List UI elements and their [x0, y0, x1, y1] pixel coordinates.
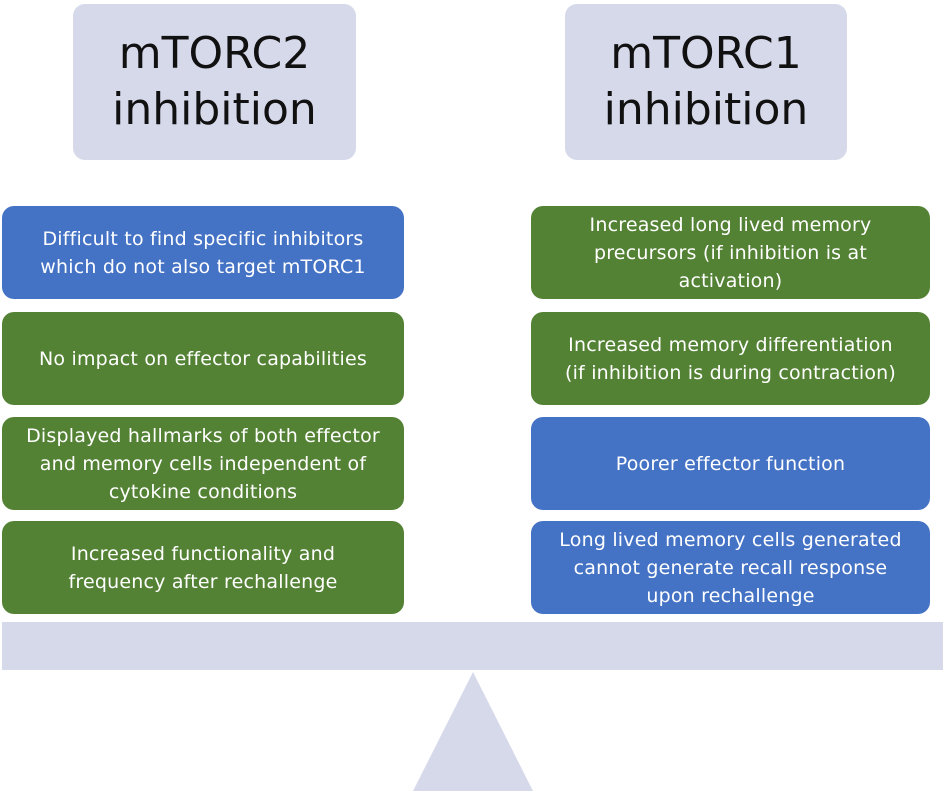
card-line: and memory cells independent of	[39, 452, 367, 475]
mtorc1-item-card: Increased memory differentiation (if inh…	[531, 312, 930, 405]
header-line: mTORC1	[610, 28, 802, 79]
card-line: Increased long lived memory	[589, 213, 872, 236]
fulcrum-triangle	[413, 672, 533, 791]
mtorc2-item-card: Displayed hallmarks of both effector and…	[2, 417, 404, 510]
mtorc2-item-card: Increased functionality and frequency af…	[2, 521, 404, 614]
card-line: activation)	[678, 269, 783, 292]
card-line: which do not also target mTORC1	[40, 255, 366, 278]
header-line: inhibition	[603, 84, 809, 135]
card-line: (if inhibition is during contraction)	[564, 361, 897, 384]
card-line: Increased functionality and	[70, 542, 336, 565]
card-line: cannot generate recall response	[573, 556, 888, 579]
card-line: upon rechallenge	[646, 584, 815, 607]
mtorc2-inhibition-header: mTORC2 inhibition	[73, 4, 356, 160]
balance-fulcrum	[413, 672, 533, 791]
card-line: cytokine conditions	[108, 480, 298, 503]
mtorc1-inhibition-header: mTORC1 inhibition	[565, 4, 847, 160]
card-line: frequency after rechallenge	[68, 570, 338, 593]
balance-beam	[2, 622, 943, 670]
header-line: mTORC2	[118, 28, 311, 79]
card-line: No impact on effector capabilities	[39, 347, 367, 370]
header-line: inhibition	[112, 84, 317, 135]
mtorc2-item-card: No impact on effector capabilities	[2, 312, 404, 405]
card-line: Difficult to find specific inhibitors	[42, 227, 364, 250]
mtorc2-item-card: Difficult to find specific inhibitors wh…	[2, 206, 404, 299]
card-line: Displayed hallmarks of both effector	[26, 424, 380, 447]
card-line: Increased memory differentiation	[568, 333, 893, 356]
mtorc1-item-card: Increased long lived memory precursors (…	[531, 206, 930, 299]
card-line: Poorer effector function	[615, 452, 846, 475]
mtorc1-item-card: Poorer effector function	[531, 417, 930, 510]
card-line: precursors (if inhibition is at	[593, 241, 868, 264]
card-line: Long lived memory cells generated	[559, 528, 902, 551]
mtorc1-item-card: Long lived memory cells generated cannot…	[531, 521, 930, 614]
